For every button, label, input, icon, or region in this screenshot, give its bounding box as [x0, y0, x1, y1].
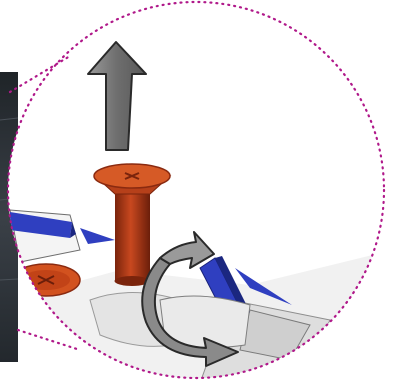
- screw-icon: [12, 264, 80, 296]
- callout-connector: [18, 330, 80, 350]
